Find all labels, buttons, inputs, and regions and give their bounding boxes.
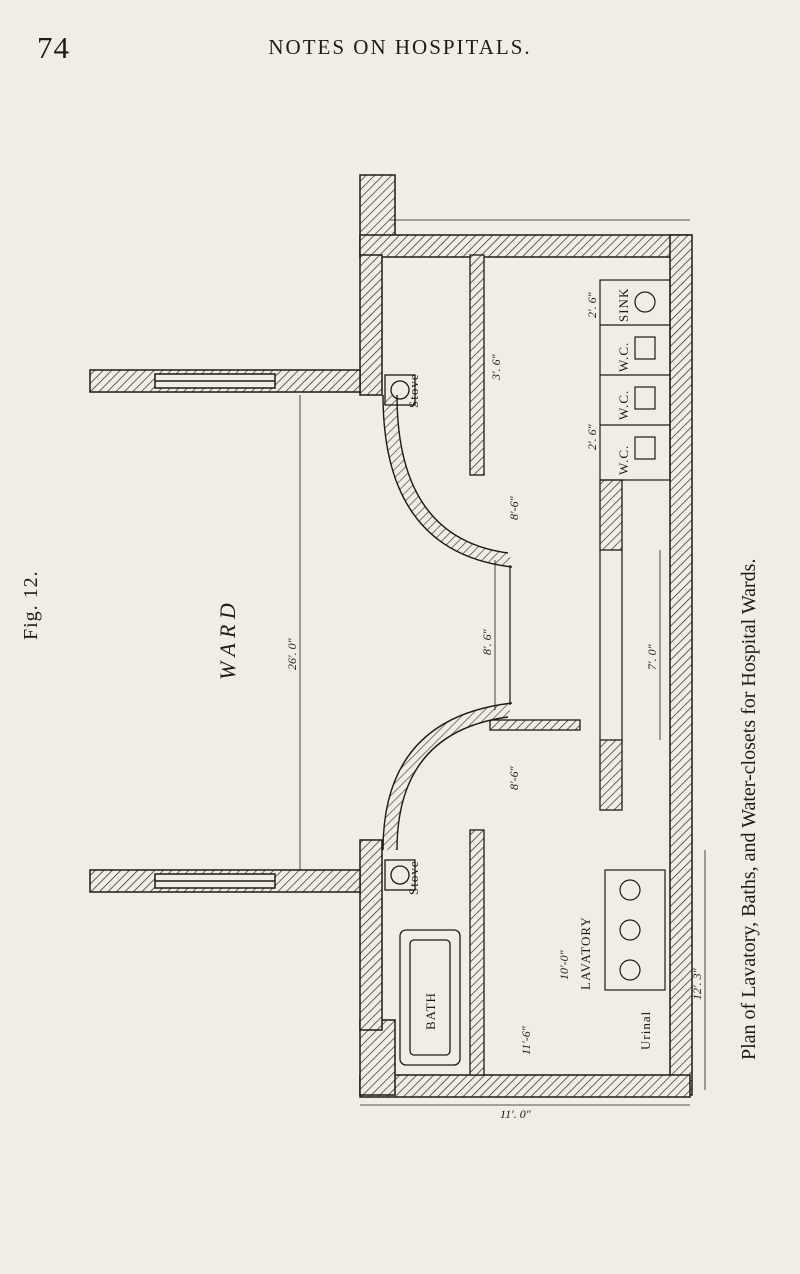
bath bbox=[399, 929, 461, 1066]
page-number: 74 bbox=[37, 30, 70, 65]
wc-label-2: W.C. bbox=[616, 390, 631, 420]
lavatory-label: LAVATORY bbox=[578, 916, 593, 990]
dim-arch-upper: 8′-6″ bbox=[507, 495, 521, 520]
dim-bath-room: 11′-6″ bbox=[519, 1025, 533, 1055]
figure-label: Fig. 12. bbox=[20, 570, 42, 640]
dim-vestibule: 7′. 0″ bbox=[645, 643, 659, 670]
dim-total-width: 11′. 0″ bbox=[500, 1107, 532, 1120]
sink-label: SINK bbox=[616, 288, 631, 322]
outer-walls bbox=[359, 174, 693, 1098]
inner-walls bbox=[469, 254, 623, 1076]
dim-passage: 8′. 6″ bbox=[480, 628, 494, 655]
ward-walls bbox=[89, 369, 361, 893]
stove-label-lower: Stove bbox=[406, 860, 421, 895]
dim-partition: 3′. 6″ bbox=[489, 353, 503, 381]
wc-label-3: W.C. bbox=[616, 342, 631, 372]
stoves bbox=[384, 374, 416, 891]
running-head: NOTES ON HOSPITALS. bbox=[268, 35, 532, 59]
lavatory-basins bbox=[604, 869, 666, 991]
stove-label-upper: Stove bbox=[406, 373, 421, 408]
corridor bbox=[509, 550, 623, 740]
figure-caption: Plan of Lavatory, Baths, and Water-close… bbox=[738, 558, 760, 1060]
dimension-lines bbox=[299, 219, 706, 1106]
dim-wc-width: 2′. 6″ bbox=[585, 423, 599, 450]
bath-label: BATH bbox=[423, 992, 438, 1030]
arch-passages bbox=[383, 394, 511, 851]
floor-plan: W A R D LAVATORY BATH Stove Stove W.C. W… bbox=[89, 174, 706, 1120]
dim-lavatory-length: 10′-0″ bbox=[557, 949, 571, 980]
dim-lavatory-depth: 12′. 3″ bbox=[690, 967, 704, 1000]
wc-label-1: W.C. bbox=[616, 445, 631, 475]
dim-ward-width: 26′. 0″ bbox=[285, 637, 299, 670]
dim-sink-width: 2′. 6″ bbox=[585, 291, 599, 318]
dim-arch-lower: 8′-6″ bbox=[507, 765, 521, 790]
ward-label: W A R D bbox=[215, 603, 240, 680]
urinal-label: Urinal bbox=[638, 1011, 653, 1050]
wc-stalls bbox=[599, 279, 671, 481]
